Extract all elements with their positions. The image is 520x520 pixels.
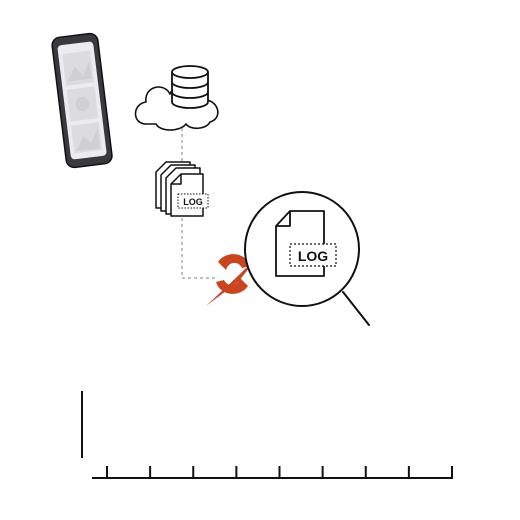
timeline-axis <box>81 391 453 479</box>
database-icon <box>171 65 209 109</box>
large-log-label: LOG <box>298 248 328 264</box>
connector-lines <box>181 128 215 279</box>
small-log-label: LOG <box>183 197 203 207</box>
swirl-logo-icon <box>206 252 262 306</box>
timeline-ticks <box>106 466 453 478</box>
smartphone-icon <box>51 32 113 169</box>
large-log-label-box <box>289 243 337 267</box>
small-log-label-box <box>177 193 209 209</box>
